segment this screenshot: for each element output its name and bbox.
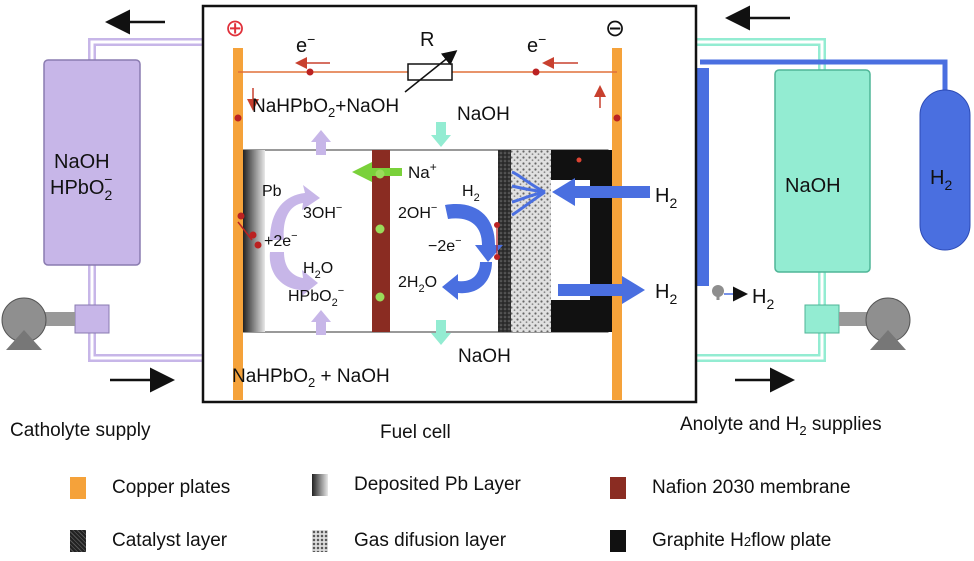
- negative-terminal-icon: ⊖: [605, 15, 625, 42]
- anolyte-caption: Anolyte and H2 supplies: [680, 414, 882, 438]
- gas-diffusion-layer: [511, 150, 551, 332]
- cathode-oxidation-arrow: [270, 185, 320, 240]
- anolyte-pump-housing: [804, 304, 840, 334]
- plumbite-label: HPbO2−: [288, 285, 344, 309]
- fuel-cell-caption: Fuel cell: [380, 422, 451, 443]
- pb-layer-swatch: [312, 474, 328, 496]
- catholyte-pump-housing: [74, 304, 110, 334]
- legend-catalyst: Catalyst layer: [70, 530, 227, 552]
- hydrogen-supply: [697, 59, 971, 302]
- sodium-ion-label: Na+: [408, 160, 437, 182]
- copper-swatch: [70, 477, 86, 499]
- anode-top-species: NaOH: [457, 104, 510, 125]
- water-label-anode: 2H2O: [398, 274, 437, 295]
- hydrogen-outlet-label: H2: [655, 281, 677, 307]
- hydrogen-label-cell: H2: [462, 183, 480, 204]
- anolyte-loop: [696, 38, 911, 362]
- anode-water-arrow: [442, 262, 492, 300]
- cathode-reduction-arrow: [269, 252, 318, 296]
- graphite-swatch: [610, 530, 626, 552]
- hydrogen-inlet-label: H2: [655, 185, 677, 211]
- deposited-pb-layer: [243, 150, 265, 332]
- resistor-label: R: [420, 29, 434, 51]
- water-label-cathode: H2O: [303, 260, 333, 281]
- catalyst-swatch: [70, 530, 86, 552]
- anode-bottom-species: NaOH: [458, 346, 511, 367]
- catholyte-caption: Catholyte supply: [10, 420, 151, 441]
- catholyte-tank-label-1: NaOH: [54, 151, 110, 173]
- electron-label-left: e−: [296, 31, 315, 57]
- nafion-swatch: [610, 477, 626, 499]
- electron-label-right: e−: [527, 31, 546, 57]
- anolyte-tank-label: NaOH: [785, 175, 841, 197]
- hydroxide-label: 3OH−: [303, 202, 342, 222]
- nafion-membrane: [372, 150, 390, 332]
- gdl-swatch: [312, 530, 328, 552]
- hydrogen-tank: [919, 89, 971, 251]
- hydrogen-diffusion-arrows: [511, 170, 546, 217]
- copper-plate-anode: [612, 48, 622, 400]
- legend-gdl: Gas difusion layer: [312, 530, 506, 552]
- hydrogen-outlet-arrow: [558, 276, 645, 304]
- flow-arrows: [105, 5, 795, 393]
- copper-plate-cathode: [233, 48, 243, 400]
- cathode-bottom-species: NaHPbO2 + NaOH: [232, 366, 390, 390]
- plus-electrons-label: +2e−: [264, 230, 298, 250]
- minus-electrons-label: −2e−: [428, 235, 462, 255]
- legend-nafion: Nafion 2030 membrane: [610, 477, 851, 499]
- catholyte-tank: [43, 59, 141, 266]
- positive-terminal-icon: ⊕: [225, 15, 245, 42]
- hydrogen-tank-label: H2: [930, 167, 952, 193]
- catholyte-loop: [1, 38, 205, 362]
- catalyst-layer: [498, 150, 511, 332]
- cathode-top-species: NaHPbO2+NaOH: [252, 96, 399, 120]
- hydrogen-manifold: [697, 68, 709, 286]
- anolyte-tank: [774, 69, 871, 273]
- anode-oxidation-arrow: [445, 204, 503, 262]
- legend-pb-layer: Deposited Pb Layer: [312, 474, 521, 496]
- hydroxide2-label: 2OH−: [398, 202, 437, 222]
- catholyte-tank-label-2: HPbO2−: [50, 171, 112, 203]
- legend-copper: Copper plates: [70, 477, 230, 499]
- hydrogen-vent-label: H2: [752, 286, 774, 312]
- external-circuit: [234, 50, 621, 122]
- hydrogen-inlet-arrow: [552, 178, 650, 206]
- lead-label: Pb: [262, 183, 282, 200]
- electrolyte-flow-arrows: [311, 122, 451, 345]
